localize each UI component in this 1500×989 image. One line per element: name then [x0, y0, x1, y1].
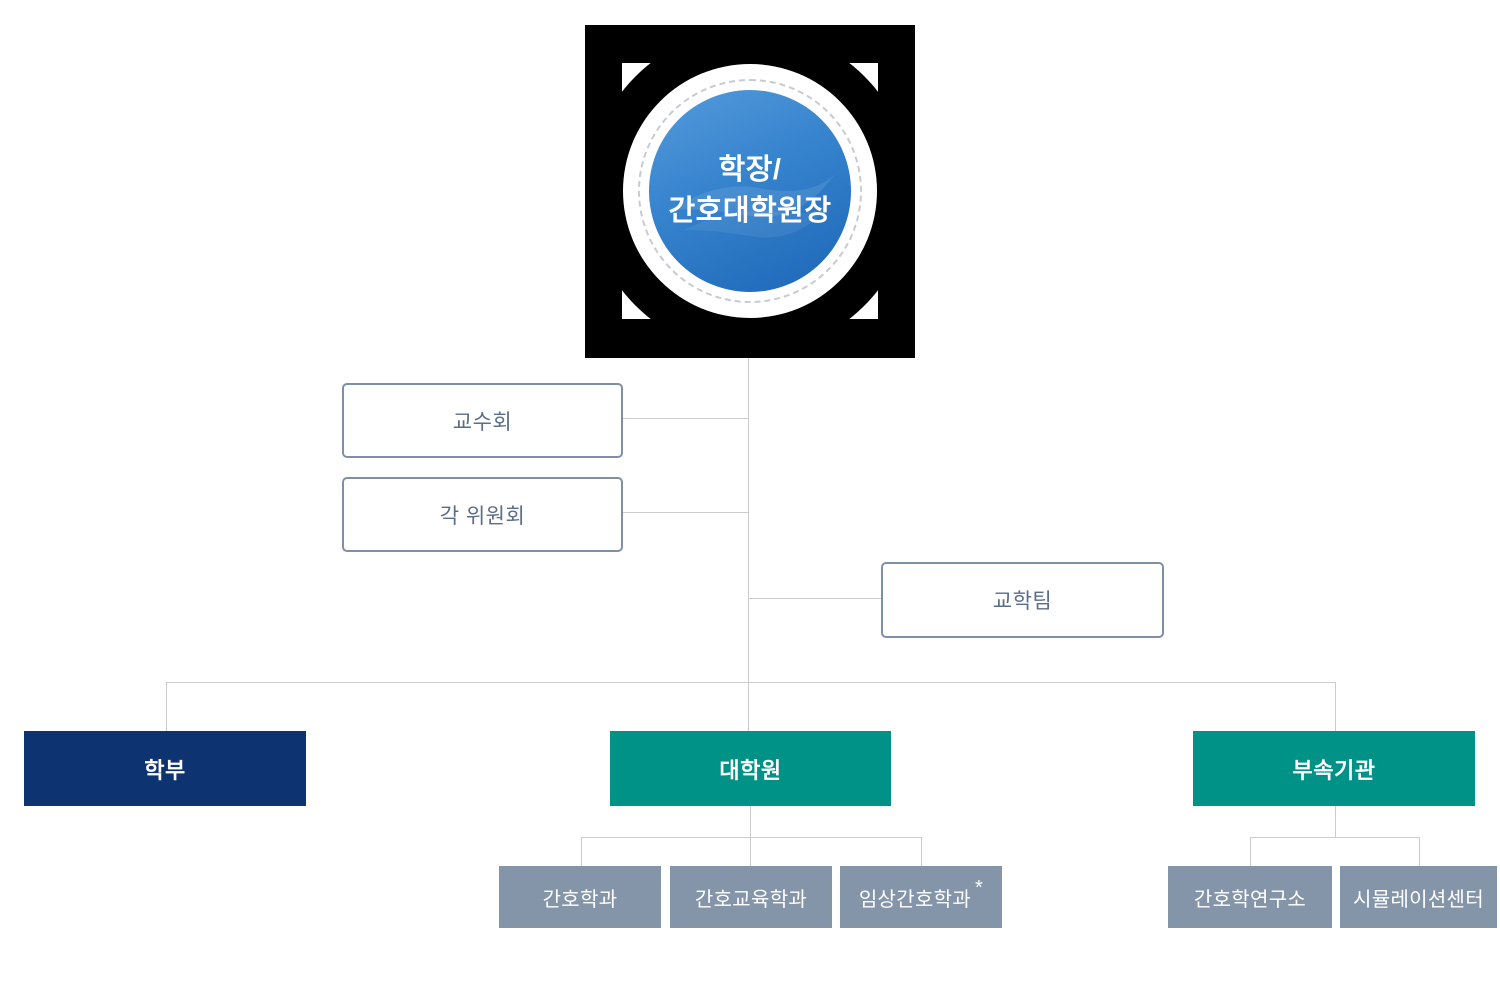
nursing-research-institute-label: 간호학연구소	[1193, 888, 1307, 911]
connector-line	[1335, 806, 1336, 837]
connector-line	[581, 837, 582, 866]
connector-line	[166, 682, 1335, 683]
nursing-research-institute-box: 간호학연구소	[1168, 866, 1332, 928]
asterisk-mark: *	[975, 876, 984, 899]
dean-label-line1: 학장/	[718, 154, 782, 187]
committees-box: 각 위원회	[342, 477, 623, 552]
dept-nursing-education-box: 간호교육학과	[670, 866, 832, 928]
simulation-center-box: 시뮬레이션센터	[1340, 866, 1497, 928]
dashed-ring	[638, 79, 862, 303]
faculty-council-box: 교수회	[342, 383, 623, 458]
dean-node: 학장/ 간호대학원장	[585, 25, 915, 358]
affiliated-box: 부속기관	[1193, 731, 1475, 806]
academic-team-label: 교학팀	[992, 590, 1053, 613]
faculty-council-label: 교수회	[452, 410, 513, 434]
dept-nursing-label: 간호학과	[542, 888, 618, 911]
connector-line	[749, 598, 881, 599]
dean-label: 학장/ 간호대학원장	[668, 150, 831, 231]
connector-line	[1250, 837, 1251, 866]
graduate-school-label: 대학원	[719, 757, 782, 783]
affiliated-label: 부속기관	[1292, 757, 1376, 783]
swoosh-watermark-icon	[669, 175, 834, 238]
graduate-school-box: 대학원	[610, 731, 891, 806]
connector-line	[581, 837, 921, 838]
dept-nursing-box: 간호학과	[499, 866, 661, 928]
dept-clinical-nursing-box: 임상간호학과 *	[840, 866, 1002, 928]
dean-circle: 학장/ 간호대학원장	[649, 90, 851, 292]
dept-clinical-nursing-label: 임상간호학과	[858, 888, 972, 911]
connector-line	[619, 418, 749, 419]
dean-label-line2: 간호대학원장	[668, 195, 832, 227]
connector-line	[1250, 837, 1419, 838]
connector-line	[1419, 837, 1420, 866]
connector-line	[921, 837, 922, 866]
connector-line	[619, 512, 749, 513]
committees-label: 각 위원회	[439, 504, 526, 528]
connector-line	[1335, 682, 1336, 731]
connector-line	[750, 806, 751, 866]
undergraduate-box: 학부	[24, 731, 306, 806]
connector-line	[748, 320, 749, 731]
dept-nursing-education-label: 간호교육학과	[694, 888, 808, 911]
simulation-center-label: 시뮬레이션센터	[1353, 888, 1484, 911]
academic-team-box: 교학팀	[881, 562, 1164, 638]
undergraduate-label: 학부	[144, 757, 186, 783]
connector-line	[166, 682, 167, 731]
